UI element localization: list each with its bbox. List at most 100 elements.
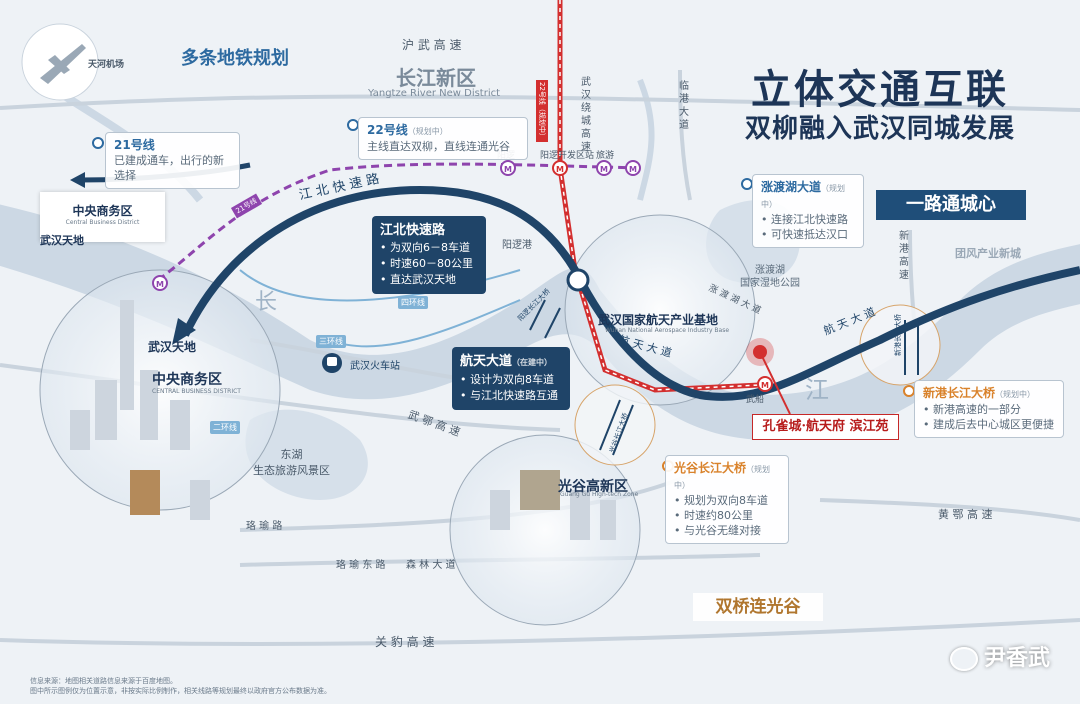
cbd-box-title: 中央商务区 xyxy=(72,204,133,218)
line21-title: 21号线 xyxy=(114,138,155,152)
watermark: 尹香武 xyxy=(949,640,1050,672)
guanggu-bridge-title: 光谷长江大桥 xyxy=(674,461,747,475)
line22-title: 22号线 xyxy=(367,123,408,137)
line21-line1: 已建成通车，出行的新选择 xyxy=(114,154,224,182)
project-logo: 孔雀城·航天府 滨江苑 xyxy=(752,414,899,440)
road-ring3: 三环线 xyxy=(316,335,346,348)
wuhan-tiandi: 武汉天地 xyxy=(148,340,197,354)
hangtian-tag: （在建中） xyxy=(512,358,553,367)
area-changjiang-en: Yangtze River New District xyxy=(368,88,501,99)
aerospace-circle xyxy=(564,214,756,406)
road-ring2: 二环线 xyxy=(210,421,240,434)
source-note: 信息来源：地图相关道路信息来源于百度地图。 图中所示图例仅为位置示意，非按实际比… xyxy=(30,676,331,696)
zhangduhu-park: 涨渡湖 国家湿地公园 xyxy=(740,265,800,289)
road-lingang: 临 港 大 道 xyxy=(679,81,689,131)
road-pill: 一路通城心 xyxy=(876,190,1026,220)
hangtian-title: 航天大道 xyxy=(460,354,513,369)
svg-text:M: M xyxy=(761,381,769,390)
xingang-bridge-line1: 新港高速的一部分 xyxy=(923,402,1055,417)
label-yangluogang: 阳逻港 xyxy=(502,240,532,251)
page-title: 立体交通互联 双柳融入武汉同城发展 xyxy=(715,68,1045,146)
cbd-box: 中央商务区 Central Business District xyxy=(40,192,165,242)
road-huange: 黄 鄂 高 速 xyxy=(938,508,993,521)
cbd-subtitle: CENTRAL BUSINESS DISTRICT xyxy=(152,388,241,395)
title-line2: 双柳融入武汉同城发展 xyxy=(744,114,1015,144)
road-huwu: 沪 武 高 速 xyxy=(402,38,462,52)
xingang-bridge-line2: 建成后去中心城区更便捷 xyxy=(923,417,1055,432)
cbd-title: 中央商务区 xyxy=(152,372,222,388)
source-note-line1: 信息来源：地图相关道路信息来源于百度地图。 xyxy=(30,677,177,685)
road-luoyu: 珞 瑜 路 xyxy=(246,521,283,532)
cbd-box-subtitle: Central Business District xyxy=(65,219,140,226)
wuhan-tiandi-top: 武汉天地 xyxy=(40,234,84,247)
tuanfeng: 团风产业新城 xyxy=(955,247,1021,260)
metro-stations: M M M M M M xyxy=(152,160,773,392)
river-label-jiang: 江 xyxy=(805,376,829,404)
svg-text:M: M xyxy=(556,165,564,174)
source-note-line2: 图中所示图例仅为位置示意，非按实际比例制作，相关线路等规划最终以政府官方公布数据… xyxy=(30,687,331,695)
aerospace-title: 武汉国家航天产业基地 xyxy=(598,313,719,327)
jiangbei-expressway xyxy=(181,185,1080,401)
road-senlin: 森 林 大 道 xyxy=(406,560,456,571)
donghu: 东湖 生态旅游风景区 xyxy=(253,448,330,477)
title-line1: 立体交通互联 xyxy=(751,67,1009,113)
guanggu-title: 光谷高新区 xyxy=(558,479,628,495)
metro-pill: 多条地铁规划 xyxy=(181,48,289,69)
road-xingang: 新 港 高 速 xyxy=(899,231,909,281)
bridge-pill: 双桥连光谷 xyxy=(693,593,823,621)
road-guanbao: 关 豹 高 速 xyxy=(375,635,435,649)
svg-text:M: M xyxy=(629,165,637,174)
info-hangtian: 航天大道（在建中） 设计为双向8车道 与江北快速路互通 xyxy=(452,347,570,410)
donghu-lake xyxy=(245,409,368,500)
line22-rail-label: 22号线（规划中） xyxy=(536,80,548,142)
svg-text:M: M xyxy=(600,165,608,174)
jiangbei-title: 江北快速路 xyxy=(380,223,446,238)
road-ring4: 四环线 xyxy=(398,296,428,309)
hangtian-line1: 设计为双向8车道 xyxy=(460,372,562,388)
train-station: 武汉火车站 xyxy=(350,361,400,372)
ring3-road xyxy=(329,299,521,348)
road-luoyu-east: 珞 瑜 东 路 xyxy=(336,560,386,571)
metro-line21 xyxy=(157,162,641,282)
airport-label: 天河机场 xyxy=(88,60,125,70)
info-line22: 22号线（规划中） 主线直达双柳，直线连通光谷 xyxy=(358,117,528,160)
yangtze-river xyxy=(0,204,1080,440)
airplane-icon xyxy=(40,44,86,84)
hangtian-line2: 与江北快速路互通 xyxy=(460,388,562,404)
guanggu-bridge-circle xyxy=(574,384,656,466)
road-wuhan-ring: 武 汉 绕 城 高 速 xyxy=(581,77,591,153)
guanggu-bridge-tag: （规划中） xyxy=(674,465,771,490)
river-label-chang: 长 xyxy=(255,290,278,315)
bridge-ladders xyxy=(529,299,919,456)
guanggu-circle xyxy=(449,434,641,626)
line22-line1: 主线直达双柳，直线连通光谷 xyxy=(367,140,510,153)
station-wuchuan: 武船 xyxy=(746,395,765,405)
station-kaifaqu: 阳逻开发区站 xyxy=(540,151,595,161)
guanggu-bridge-line2: 时速约80公里 xyxy=(674,508,780,523)
zhangduhu-title: 涨渡湖大道 xyxy=(761,180,822,194)
aerospace-subtitle: Wuhan National Aerospace Industry Base xyxy=(605,327,730,334)
info-line21: 21号线 已建成通车，出行的新选择 xyxy=(105,132,240,189)
line22-tag: （规划中） xyxy=(407,127,448,136)
info-jiangbei: 江北快速路 为双向6－8车道 时速60－80公里 直达武汉天地 xyxy=(372,216,486,294)
area-changjiang: 长江新区 xyxy=(396,66,476,90)
station-xuntian: 旅游 xyxy=(596,151,615,161)
info-zhangduhu: 涨渡湖大道（规划中） 连接江北快速路 可快速抵达汉口 xyxy=(752,174,864,248)
jiangbei-line1: 为双向6－8车道 xyxy=(380,240,478,256)
watermark-text: 尹香武 xyxy=(983,646,1050,671)
wechat-icon xyxy=(949,647,978,671)
zhangduhu-line2: 可快速抵达汉口 xyxy=(761,227,855,242)
jiangbei-line2: 时速60－80公里 xyxy=(380,256,478,272)
zhangduhu-line1: 连接江北快速路 xyxy=(761,212,855,227)
xingang-bridge-rail: 新港长江大桥 xyxy=(894,314,902,356)
jiangbei-line3: 直达武汉天地 xyxy=(380,272,478,288)
info-guanggu-bridge: 光谷长江大桥（规划中） 规划为双向8车道 时速约80公里 与光谷无缝对接 xyxy=(665,455,789,544)
svg-text:M: M xyxy=(156,280,164,289)
cbd-buildings xyxy=(70,300,616,540)
zhangduhu-tag: （规划中） xyxy=(761,184,846,209)
guanggu-bridge-line1: 规划为双向8车道 xyxy=(674,493,780,508)
xingang-bridge-title: 新港长江大桥 xyxy=(923,386,996,400)
svg-text:M: M xyxy=(504,165,512,174)
guanggu-subtitle: Guang Gu High-tech Zone xyxy=(560,491,639,498)
